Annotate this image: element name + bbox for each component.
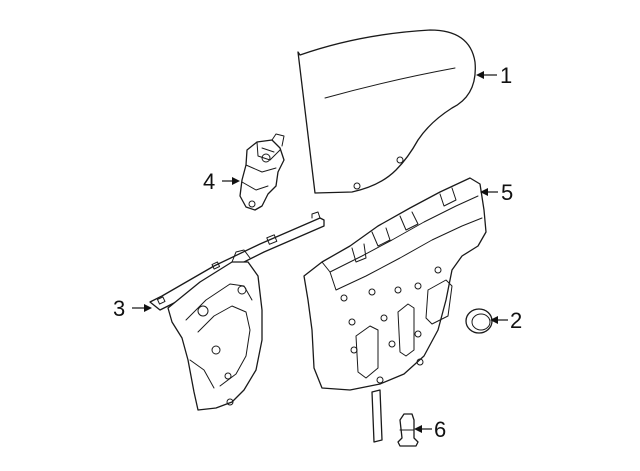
callout-6: 6 <box>414 417 446 442</box>
callout-1-label: 1 <box>500 63 512 88</box>
callout-2-label: 2 <box>510 308 522 333</box>
callout-5: 5 <box>480 180 513 205</box>
callout-5-label: 5 <box>501 180 513 205</box>
callout-4: 4 <box>203 169 240 194</box>
callout-3: 3 <box>113 296 152 321</box>
callout-6-label: 6 <box>434 417 446 442</box>
bumper <box>397 413 419 447</box>
plug <box>465 308 493 334</box>
window-motor <box>239 133 285 211</box>
callout-2: 2 <box>490 308 522 333</box>
callout-3-label: 3 <box>113 296 125 321</box>
door-glass <box>297 29 476 194</box>
door-module <box>303 177 487 443</box>
window-regulator <box>149 211 325 411</box>
callout-1: 1 <box>476 63 512 88</box>
callout-4-label: 4 <box>203 169 215 194</box>
